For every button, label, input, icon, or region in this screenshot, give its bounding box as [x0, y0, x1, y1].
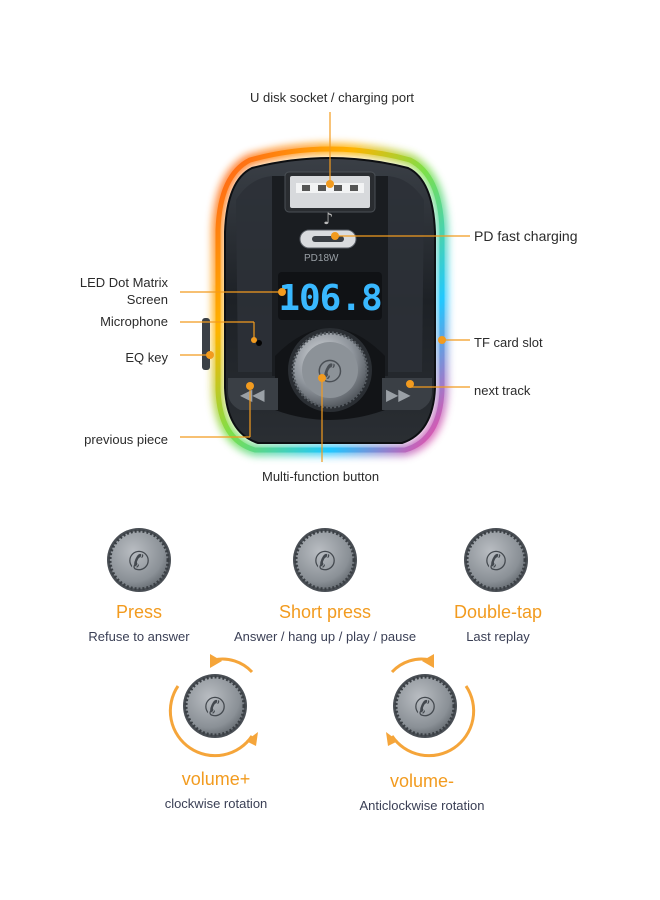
volume-down-description: Anticlockwise rotation [359, 798, 485, 813]
label-led-screen-line1: LED Dot Matrix [79, 275, 168, 290]
svg-text:106.8: 106.8 [278, 278, 381, 319]
clockwise-arrow-icon [168, 654, 258, 758]
short-press-title: Short press [278, 602, 372, 622]
phone-icon: ✆ [204, 693, 226, 723]
multi-function-knob[interactable]: ✆ [288, 328, 372, 412]
short-press-description: Answer / hang up / play / pause [233, 629, 417, 644]
volume-down-title: volume- [389, 771, 455, 791]
label-previous-piece: previous piece [84, 432, 168, 447]
next-track-button[interactable]: ▶▶ [382, 378, 432, 410]
label-next-track: next track [474, 383, 531, 398]
volume-up-knob[interactable]: ✆ [183, 674, 247, 738]
double-tap-description: Last replay [466, 629, 530, 644]
pd-marking: PD18W [304, 253, 339, 264]
microphone-hole [256, 340, 262, 346]
music-note-icon: ♪ [323, 209, 333, 228]
anticlockwise-arrow-icon [386, 654, 476, 758]
prev-track-button[interactable]: ◀◀ [228, 378, 278, 410]
volume-up-description: clockwise rotation [164, 796, 268, 811]
press-title: Press [115, 602, 162, 622]
phone-icon: ✆ [314, 547, 336, 577]
double-tap-knob[interactable]: ✆ [464, 528, 528, 592]
double-tap-title: Double-tap [453, 602, 543, 622]
label-multi-function: Multi-function button [262, 469, 380, 484]
phone-icon: ✆ [485, 547, 507, 577]
press-knob[interactable]: ✆ [107, 528, 171, 592]
prev-track-icon: ◀◀ [240, 385, 265, 404]
label-eq-key: EQ key [125, 350, 168, 365]
leader-lines [180, 112, 470, 462]
label-led-screen-line2: Screen [126, 292, 168, 307]
led-display: 106.8 [278, 272, 383, 320]
press-description: Refuse to answer [88, 629, 190, 644]
next-track-icon: ▶▶ [386, 385, 411, 404]
label-pd-charging: PD fast charging [474, 228, 578, 244]
short-press-knob[interactable]: ✆ [293, 528, 357, 592]
volume-up-title: volume+ [181, 769, 251, 789]
phone-icon: ✆ [414, 693, 436, 723]
phone-icon: ✆ [317, 355, 342, 390]
label-microphone: Microphone [100, 314, 168, 329]
rgb-light-ring [212, 143, 448, 456]
label-usb-port: U disk socket / charging port [250, 90, 415, 105]
eq-key[interactable] [202, 318, 210, 370]
volume-down-knob[interactable]: ✆ [393, 674, 457, 738]
usb-c-port [299, 229, 357, 249]
label-tf-slot: TF card slot [474, 335, 543, 350]
phone-icon: ✆ [128, 547, 150, 577]
